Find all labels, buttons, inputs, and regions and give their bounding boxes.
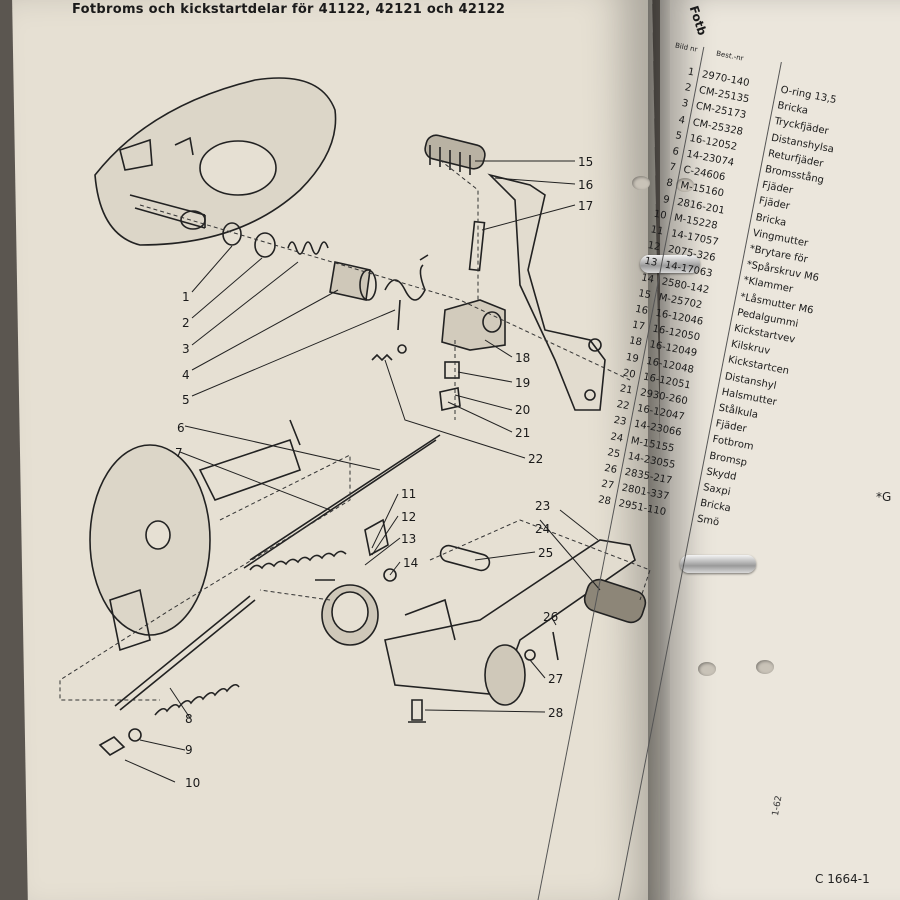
brake-switch bbox=[364, 518, 389, 557]
callout-5: 5 bbox=[182, 393, 190, 407]
brake-drum-plate bbox=[94, 77, 337, 246]
callout-3: 3 bbox=[182, 342, 190, 356]
neck-nut bbox=[439, 387, 461, 411]
kickstart-pedal-rubber bbox=[424, 134, 486, 175]
callout-9: 9 bbox=[185, 743, 193, 757]
callout-21: 21 bbox=[515, 426, 530, 440]
page-title: Fotbroms och kickstartdelar för 41122, 4… bbox=[72, 2, 506, 17]
callout-12: 12 bbox=[401, 510, 416, 524]
callout-13: 13 bbox=[401, 532, 416, 546]
callout-25: 25 bbox=[538, 546, 553, 560]
callout-17: 17 bbox=[578, 199, 593, 213]
punch-hole bbox=[698, 662, 716, 676]
punch-hole bbox=[756, 660, 774, 674]
punch-hole bbox=[632, 176, 650, 190]
cell-nr: 1 bbox=[686, 66, 696, 79]
washer bbox=[254, 232, 276, 258]
punch-hole bbox=[676, 178, 694, 192]
footnote-fragment: *G bbox=[876, 490, 892, 504]
exploded-parts-diagram: 1 2 3 4 5 6 7 8 9 10 11 12 13 14 15 16 1… bbox=[59, 77, 651, 790]
brake-pedal-rubber bbox=[583, 578, 647, 624]
callout-10: 10 bbox=[185, 776, 200, 790]
callout-1: 1 bbox=[182, 290, 190, 304]
rear-brake-plate bbox=[89, 438, 302, 652]
grease-nipple bbox=[408, 699, 426, 723]
callout-19: 19 bbox=[515, 376, 530, 390]
wing-nut bbox=[98, 736, 126, 756]
return-spring bbox=[384, 254, 429, 331]
callout-20: 20 bbox=[515, 403, 530, 417]
key-screw bbox=[468, 220, 486, 272]
ball-spring bbox=[371, 353, 393, 362]
binder-ring bbox=[680, 555, 756, 573]
o-ring bbox=[222, 222, 242, 246]
callout-23: 23 bbox=[535, 499, 550, 513]
lock-nut bbox=[383, 568, 397, 582]
binder-ring bbox=[640, 255, 700, 273]
callout-16: 16 bbox=[578, 178, 593, 192]
pressure-spring bbox=[287, 241, 329, 255]
callout-14: 14 bbox=[403, 556, 418, 570]
foot-brake-pedal bbox=[384, 539, 636, 706]
brake-rod bbox=[243, 434, 441, 569]
cotter-pin bbox=[552, 631, 559, 661]
binding-gutter bbox=[648, 0, 670, 900]
guard bbox=[439, 544, 491, 572]
callout-2: 2 bbox=[182, 316, 190, 330]
clamp bbox=[321, 584, 379, 646]
right-page bbox=[660, 0, 900, 900]
callout-27: 27 bbox=[548, 672, 563, 686]
callout-11: 11 bbox=[401, 487, 416, 501]
callout-8: 8 bbox=[185, 712, 193, 726]
lower-washer bbox=[128, 728, 142, 742]
footer-code: C 1664-1 bbox=[815, 872, 870, 886]
kickstart-lever bbox=[487, 173, 606, 411]
callout-15: 15 bbox=[578, 155, 593, 169]
callout-18: 18 bbox=[515, 351, 530, 365]
distance-sleeve bbox=[329, 261, 377, 301]
callout-26: 26 bbox=[543, 610, 558, 624]
kickstart-center bbox=[441, 299, 506, 351]
callout-4: 4 bbox=[182, 368, 190, 382]
distance-bush bbox=[444, 361, 460, 379]
callout-28: 28 bbox=[548, 706, 563, 720]
callout-6: 6 bbox=[177, 421, 185, 435]
lower-rod bbox=[114, 595, 256, 711]
callout-7: 7 bbox=[175, 446, 183, 460]
brake-spring bbox=[249, 550, 347, 571]
callout-22: 22 bbox=[528, 452, 543, 466]
lower-spring bbox=[154, 683, 240, 716]
steel-ball bbox=[397, 344, 407, 354]
pedal-washer bbox=[524, 649, 536, 661]
callout-24: 24 bbox=[535, 522, 550, 536]
